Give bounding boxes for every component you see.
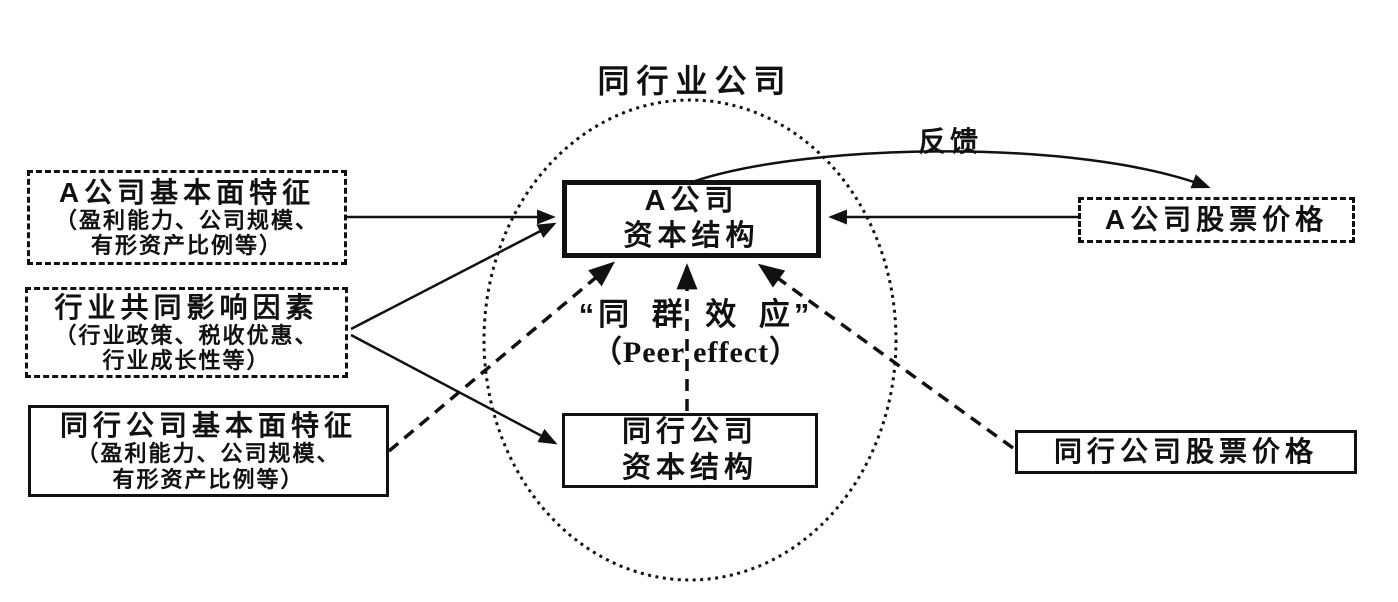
a-capital-line1: A公司 xyxy=(644,184,739,217)
box-industry-factors: 行业共同影响因素 （行业政策、税收优惠、 行业成长性等） xyxy=(25,287,348,378)
edge-industry-factors-to-peer-capital xyxy=(350,333,558,445)
box-peer-fundamentals: 同行公司基本面特征 （盈利能力、公司规模、 有形资产比例等） xyxy=(28,405,389,497)
box-a-stock: A公司股票价格 xyxy=(1078,197,1355,243)
peer-fundamentals-sub2: 有形资产比例等） xyxy=(112,466,305,492)
peer-stock-title: 同行公司股票价格 xyxy=(1053,435,1318,467)
edge-peer-stock-to-a-capital xyxy=(757,263,1015,450)
a-stock-title: A公司股票价格 xyxy=(1104,203,1329,235)
industry-group-title: 同行业公司 xyxy=(597,63,793,99)
a-fundamentals-sub2: 有形资产比例等） xyxy=(90,233,283,259)
box-a-fundamentals: A公司基本面特征 （盈利能力、公司规模、 有形资产比例等） xyxy=(27,170,347,265)
a-fundamentals-sub1: （盈利能力、公司规模、 xyxy=(54,207,319,233)
box-peer-capital: 同行公司 资本结构 xyxy=(562,413,818,488)
peer-fundamentals-title: 同行公司基本面特征 xyxy=(59,410,357,442)
box-a-capital: A公司 资本结构 xyxy=(562,180,821,258)
peer-capital-line2: 资本结构 xyxy=(621,451,758,484)
industry-factors-sub1: （行业政策、税收优惠、 xyxy=(54,322,319,348)
edge-peer-fundamentals-to-a-capital xyxy=(387,261,616,453)
industry-group-ellipse xyxy=(482,98,898,582)
peer-effect-line2: （Peer effect） xyxy=(591,335,801,369)
industry-factors-title: 行业共同影响因素 xyxy=(54,291,319,323)
peer-effect-label: “同 群 效 应” （Peer effect） xyxy=(520,297,872,369)
box-peer-stock: 同行公司股票价格 xyxy=(1015,430,1357,474)
edge-feedback-a-capital-to-a-stock xyxy=(694,150,1211,189)
peer-fundamentals-sub1: （盈利能力、公司规模、 xyxy=(76,441,341,467)
feedback-label: 反馈 xyxy=(918,126,983,157)
a-capital-line2: 资本结构 xyxy=(623,220,760,252)
industry-factors-sub2: 行业成长性等） xyxy=(102,348,271,374)
peer-effect-line1: “同 群 效 应” xyxy=(578,297,814,332)
edge-industry-factors-to-a-capital xyxy=(350,222,557,331)
a-fundamentals-title: A公司基本面特征 xyxy=(58,176,316,208)
peer-capital-line1: 同行公司 xyxy=(621,416,758,449)
